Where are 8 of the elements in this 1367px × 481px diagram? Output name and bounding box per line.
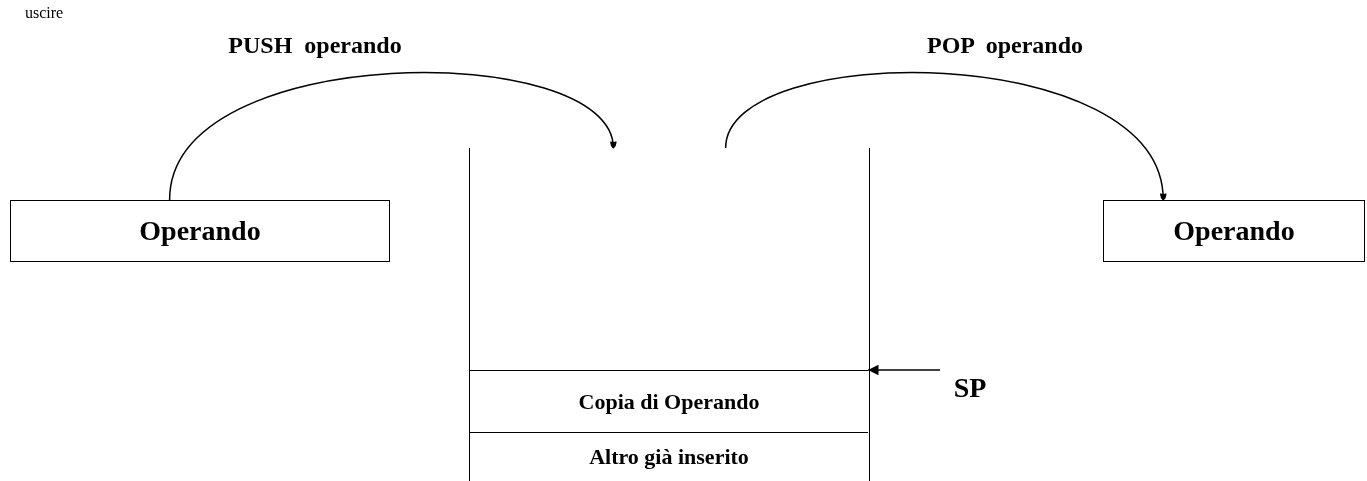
arrow [867,364,941,376]
stack-container [469,148,870,481]
operand-box: Operando [1103,200,1365,262]
stack-cell: Copia di Operando [470,370,868,432]
stack-cell: Altro già inserito [470,432,868,481]
note-text: uscire [25,4,64,22]
stack-pointer-label: SP [940,368,1000,408]
operand-box: Operando [10,200,390,262]
